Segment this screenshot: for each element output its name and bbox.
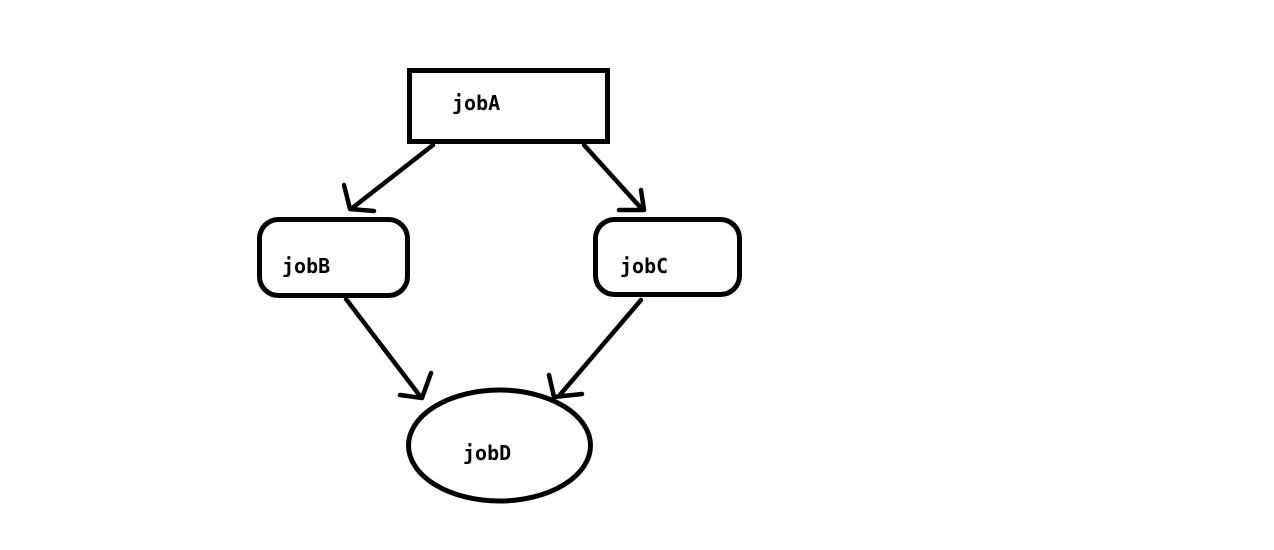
edge-jobB-jobD-arrowhead-icon bbox=[397, 370, 434, 401]
edge-jobC-jobD-line bbox=[556, 297, 644, 399]
node-jobD-ellipse bbox=[406, 387, 593, 504]
edge-jobA-jobB-arrowhead-icon bbox=[341, 182, 377, 214]
edge-jobA-jobC bbox=[581, 142, 647, 213]
node-jobC: jobC bbox=[593, 217, 742, 297]
edge-jobB-jobD-line bbox=[343, 296, 423, 399]
node-jobD-label: jobD bbox=[463, 441, 511, 465]
node-jobA: jobA bbox=[407, 68, 610, 144]
edge-jobA-jobB bbox=[341, 142, 436, 214]
edge-jobC-jobD bbox=[546, 297, 644, 400]
edge-jobB-jobD bbox=[343, 296, 434, 401]
edge-jobA-jobC-line bbox=[581, 142, 644, 211]
node-jobB: jobB bbox=[257, 217, 410, 298]
edge-jobC-jobD-arrowhead-icon bbox=[546, 372, 585, 400]
node-jobB-rounded-rectangle bbox=[257, 217, 410, 298]
node-jobB-label: jobB bbox=[282, 254, 330, 278]
node-jobC-label: jobC bbox=[620, 254, 668, 278]
node-jobC-rounded-rectangle bbox=[593, 217, 742, 297]
node-jobA-label: jobA bbox=[452, 91, 500, 115]
node-jobA-rectangle bbox=[407, 68, 610, 144]
edge-jobA-jobB-line bbox=[348, 142, 436, 212]
edge-jobA-jobC-arrowhead-icon bbox=[616, 187, 647, 213]
node-jobD: jobD bbox=[406, 387, 593, 504]
